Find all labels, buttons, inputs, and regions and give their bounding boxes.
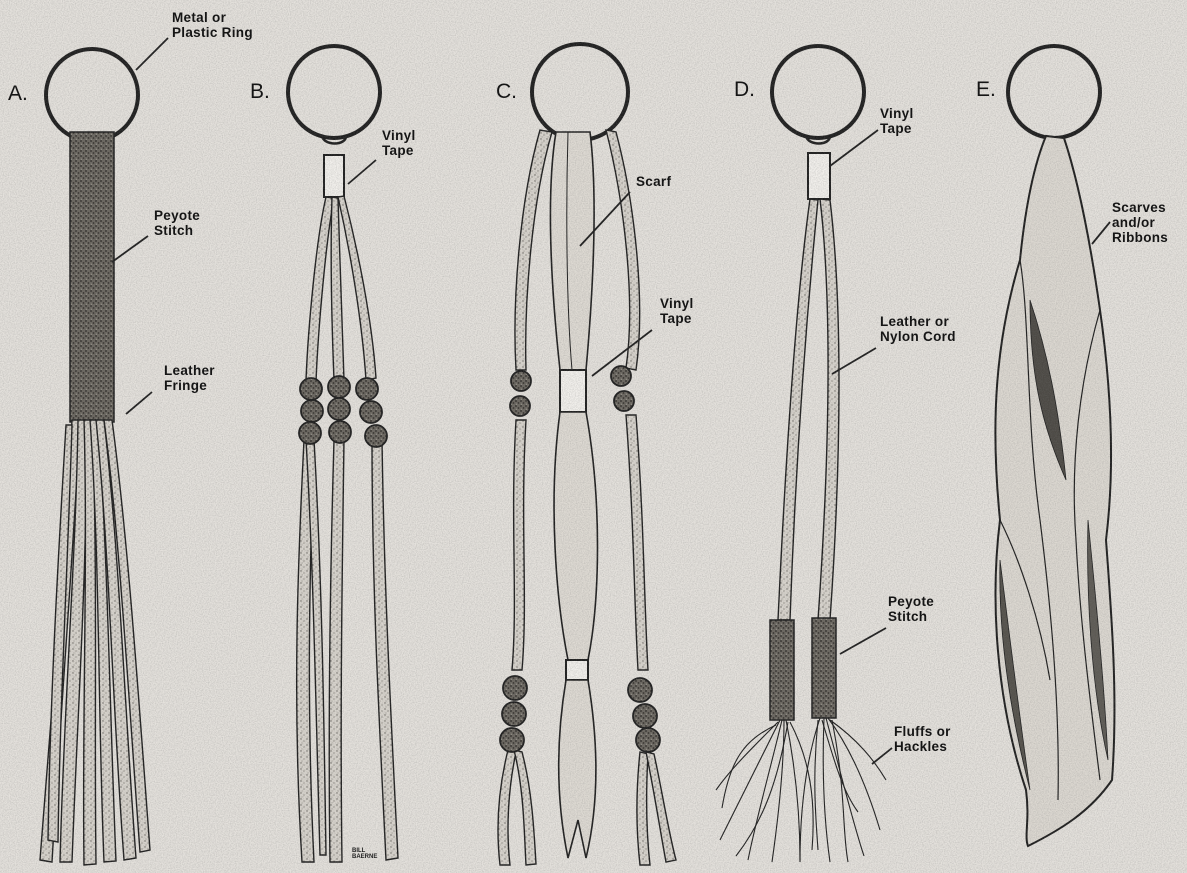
label-c-scarf: Scarf <box>636 174 671 189</box>
label-d-vinyl-tape: Vinyl Tape <box>880 106 914 136</box>
letter-a: A. <box>8 82 28 106</box>
label-c-vinyl-tape: Vinyl Tape <box>660 296 694 326</box>
letter-c: C. <box>496 80 517 104</box>
label-d-fluffs: Fluffs or Hackles <box>894 724 951 754</box>
artist-signature: BILL BAERNE <box>352 848 377 860</box>
label-d-peyote-stitch: Peyote Stitch <box>888 594 934 624</box>
letter-b: B. <box>250 80 270 104</box>
label-d-cord: Leather or Nylon Cord <box>880 314 956 344</box>
label-e-scarves: Scarves and/or Ribbons <box>1112 200 1168 245</box>
label-ring: Metal or Plastic Ring <box>172 10 253 40</box>
label-b-vinyl-tape: Vinyl Tape <box>382 128 416 158</box>
label-a-leather-fringe: Leather Fringe <box>164 363 215 393</box>
letter-d: D. <box>734 78 755 102</box>
label-a-peyote-stitch: Peyote Stitch <box>154 208 200 238</box>
letter-e: E. <box>976 78 996 102</box>
